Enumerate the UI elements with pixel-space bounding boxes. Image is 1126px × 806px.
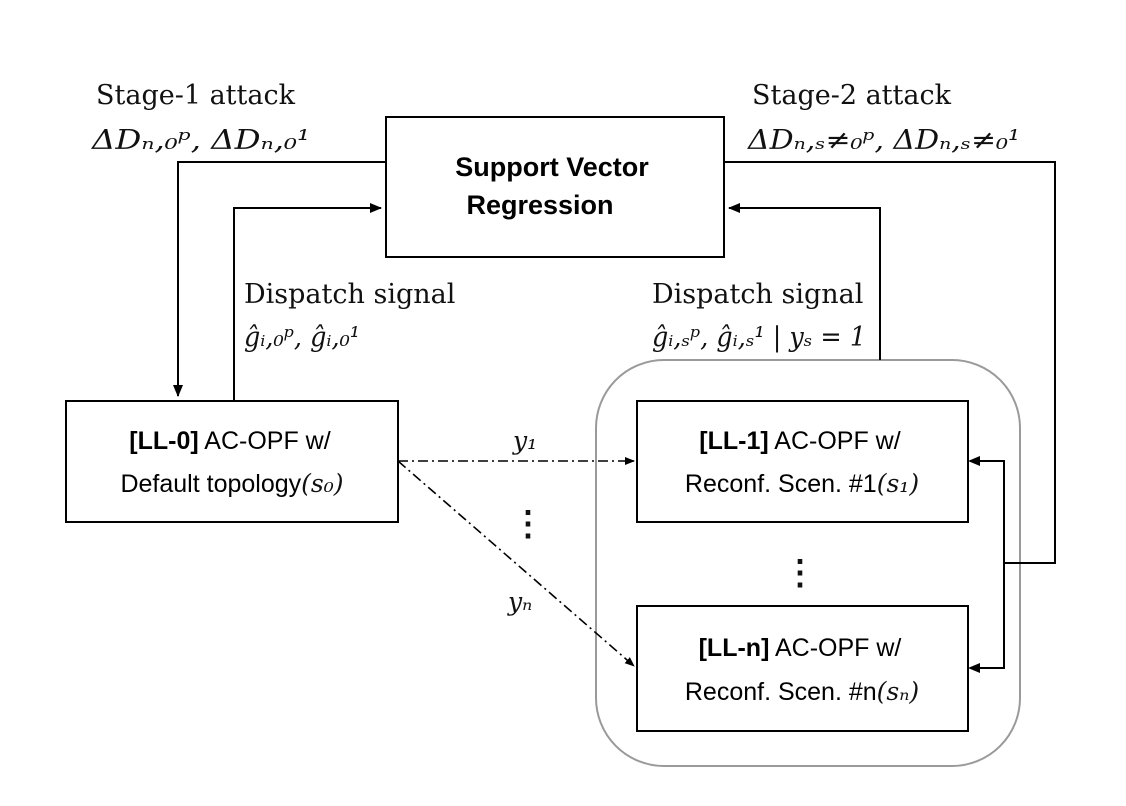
ellipsis-right: ⋮	[783, 553, 817, 593]
ll1-tag: [LL-1]	[699, 427, 768, 455]
stage2-math: ΔDₙ,ₛ≠₀ᵖ, ΔDₙ,ₛ≠₀¹	[747, 125, 1020, 156]
stage1-math: ΔDₙ,₀ᵖ, ΔDₙ,₀¹	[91, 125, 310, 156]
ll1-arrowhead	[968, 456, 980, 466]
stage2-attack-line	[724, 161, 1056, 564]
dispatch-right-label: Dispatch signal	[652, 279, 863, 310]
ll1-box	[636, 400, 969, 523]
svr-title-line1: Support Vector	[455, 152, 649, 182]
branch-yn-arrow	[397, 460, 635, 667]
ll1-line1-rest: AC-OPF w/	[769, 427, 901, 455]
lln-line1: [LL-n] AC-OPF w/	[699, 634, 902, 662]
lln-box	[636, 605, 969, 732]
lln-line2: Reconf. Scen. #n(sₙ)	[685, 677, 919, 706]
ll0-line2: Default topology(s₀)	[120, 469, 343, 498]
dispatch-right-arrow	[728, 203, 881, 360]
ll0-node: [LL-0] AC-OPF w/ Default topology(s₀)	[65, 400, 399, 523]
ll0-line1: [LL-0] AC-OPF w/	[129, 427, 330, 455]
ellipsis-left: ⋮	[511, 504, 545, 544]
edge-label-y1: y₁	[512, 426, 537, 455]
stage1-attack-arrow	[173, 161, 386, 397]
svr-title-line2: Regression	[466, 190, 613, 220]
ll0-box	[65, 400, 399, 523]
svr-box	[385, 116, 725, 258]
ll0-line1-rest: AC-OPF w/	[199, 427, 331, 455]
ll1-scenario-label: Reconf. Scen. #1	[685, 470, 877, 498]
ll0-tag: [LL-0]	[129, 427, 198, 455]
lln-scenario-symbol: (sₙ)	[877, 677, 919, 706]
lln-scenario-label: Reconf. Scen. #n	[685, 678, 877, 706]
ll1-node: [LL-1] AC-OPF w/ Reconf. Scen. #1(s₁)	[636, 400, 969, 523]
svr-node: Support Vector Regression	[385, 116, 725, 258]
dispatch-left-arrow	[233, 203, 382, 401]
dispatch-left-label: Dispatch signal	[244, 279, 455, 310]
ll1-scenario-symbol: (s₁)	[877, 469, 919, 498]
ll1-line2: Reconf. Scen. #1(s₁)	[685, 469, 919, 498]
ll0-scenario-symbol: (s₀)	[301, 469, 343, 498]
stage2-bracket	[973, 460, 1005, 669]
stage2-label: Stage-2 attack	[752, 80, 952, 111]
dispatch-right-math: ĝᵢ,ₛᵖ, ĝᵢ,ₛ¹ | yₛ = 1	[652, 322, 866, 353]
ll0-topology-label: Default topology	[120, 470, 301, 498]
lln-tag: [LL-n]	[699, 634, 770, 662]
stage1-label: Stage-1 attack	[96, 80, 296, 111]
ll1-line1: [LL-1] AC-OPF w/	[699, 427, 900, 455]
lln-node: [LL-n] AC-OPF w/ Reconf. Scen. #n(sₙ)	[636, 605, 969, 732]
edge-label-yn: yₙ	[507, 587, 532, 616]
lln-line1-rest: AC-OPF w/	[769, 634, 901, 662]
dispatch-left-math: ĝᵢ,₀ᵖ, ĝᵢ,₀¹	[244, 322, 360, 353]
lln-arrowhead	[968, 663, 980, 673]
